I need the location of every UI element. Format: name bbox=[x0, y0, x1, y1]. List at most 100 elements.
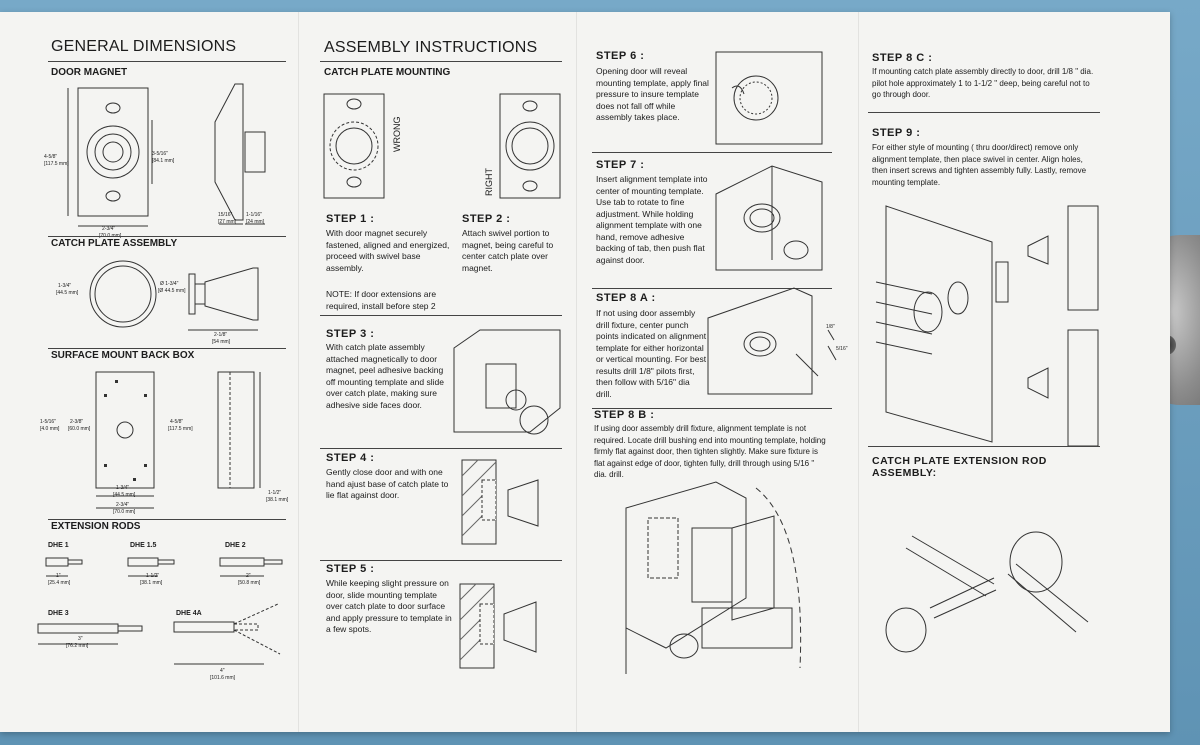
assembly-instructions-title: ASSEMBLY INSTRUCTIONS bbox=[324, 39, 538, 56]
sm-dim-a: 1-5/16" bbox=[40, 419, 56, 425]
rod-dhe2-dim: 2" bbox=[246, 573, 251, 579]
step4-drawing bbox=[458, 456, 558, 548]
dm-dim-height-mm: [117.5 mm] bbox=[44, 161, 69, 167]
dm-dim-inner: 3-5/16" bbox=[152, 151, 168, 157]
step8b-title: STEP 8 B : bbox=[594, 409, 655, 421]
section-rule bbox=[48, 519, 286, 520]
rod-name-dhe15: DHE 1.5 bbox=[130, 542, 157, 549]
rod-dhe4a-dim: 4" bbox=[220, 668, 225, 674]
section-rule bbox=[48, 348, 286, 349]
title-rule bbox=[48, 61, 286, 62]
sm-dim-d-mm: [44.5 mm] bbox=[113, 492, 136, 498]
step9-text: For either style of mounting ( thru door… bbox=[872, 143, 1087, 187]
step8c-title: STEP 8 C : bbox=[872, 52, 933, 64]
step8a-title: STEP 8 A : bbox=[596, 292, 656, 304]
step1-title: STEP 1 : bbox=[326, 213, 375, 225]
sm-dim-d: 1-3/4" bbox=[116, 485, 130, 491]
dm-dim-width: 2-3/4" bbox=[102, 226, 116, 232]
step5-title: STEP 5 : bbox=[326, 563, 375, 575]
step6-drawing bbox=[712, 48, 832, 152]
surface-mount-drawing bbox=[60, 368, 290, 518]
panel-fold-3 bbox=[858, 12, 859, 732]
step4-title: STEP 4 : bbox=[326, 452, 375, 464]
rod-name-dhe4a: DHE 4A bbox=[176, 610, 202, 617]
wrong-mounting-drawing bbox=[320, 90, 410, 210]
cp-dim-height-mm: [44.5 mm] bbox=[56, 290, 79, 296]
sm-dim-e: 2-3/4" bbox=[116, 502, 130, 508]
step3-drawing bbox=[450, 328, 565, 438]
step8c-text: If mounting catch plate assembly directl… bbox=[872, 67, 1094, 99]
general-dimensions-title: GENERAL DIMENSIONS bbox=[51, 38, 237, 55]
section-rule bbox=[48, 236, 286, 237]
sm-dim-b: 2-3/8" bbox=[70, 419, 84, 425]
rod-dhe15-mm: [38.1 mm] bbox=[140, 580, 163, 586]
step-rule bbox=[320, 560, 562, 561]
step9-title: STEP 9 : bbox=[872, 127, 921, 139]
rod-dhe15-drawing bbox=[118, 552, 198, 582]
door-magnet-front-drawing bbox=[40, 80, 180, 230]
cp-dim-dia: Ø 1-3/4" bbox=[160, 281, 179, 287]
dm-dim-height: 4-5/8" bbox=[44, 154, 58, 160]
rod-dhe3-drawing bbox=[30, 616, 160, 650]
sm-dim-c: 4-5/8" bbox=[170, 419, 184, 425]
sm-dim-f: 1-1/2" bbox=[268, 490, 282, 496]
rod-dhe4a-drawing bbox=[168, 594, 298, 674]
cp-dim-length-mm: [54 mm] bbox=[212, 339, 231, 345]
sm-dim-a-mm: [4.0 mm] bbox=[40, 426, 60, 432]
rod-dhe1-mm: [25.4 mm] bbox=[48, 580, 71, 586]
drill-bit-large-label: 5/16" bbox=[836, 346, 848, 352]
step9-mounting-drawing bbox=[872, 202, 1108, 452]
step3-title: STEP 3 : bbox=[326, 328, 375, 340]
catch-plate-assembly-drawing bbox=[78, 256, 288, 336]
door-magnet-heading: DOOR MAGNET bbox=[51, 67, 128, 78]
step5-drawing bbox=[456, 580, 556, 675]
panel-fold-1 bbox=[298, 12, 299, 732]
cp-dim-length: 2-1/8" bbox=[214, 332, 228, 338]
title-rule bbox=[320, 61, 562, 62]
extension-rods-heading: EXTENSION RODS bbox=[51, 521, 141, 532]
sm-dim-f-mm: [38.1 mm] bbox=[266, 497, 289, 503]
step-rule bbox=[868, 446, 1100, 447]
step7-title: STEP 7 : bbox=[596, 159, 645, 171]
sm-dim-e-mm: [70.0 mm] bbox=[113, 509, 136, 515]
rod-name-dhe2: DHE 2 bbox=[225, 542, 246, 549]
sm-dim-c-mm: [117.5 mm] bbox=[168, 426, 193, 432]
rod-name-dhe3: DHE 3 bbox=[48, 610, 69, 617]
drill-bit-small-label: 1/8" bbox=[826, 324, 835, 330]
rod-dhe2-drawing bbox=[210, 552, 300, 582]
catch-plate-assembly-heading: CATCH PLATE ASSEMBLY bbox=[51, 238, 178, 249]
rod-dhe1-dim: 1" bbox=[56, 573, 61, 579]
rod-dhe3-dim: 3" bbox=[78, 636, 83, 642]
step2-title: STEP 2 : bbox=[462, 213, 511, 225]
step-rule bbox=[592, 288, 832, 289]
dm-dim-body: 1-1/16" bbox=[246, 212, 262, 218]
step-rule bbox=[868, 112, 1100, 113]
wrong-label: WRONG bbox=[392, 116, 402, 153]
dm-dim-body-mm: [24 mm] bbox=[246, 219, 265, 225]
panel-fold-2 bbox=[576, 12, 577, 732]
right-label: RIGHT bbox=[484, 168, 494, 196]
dm-dim-depth: 15/16" bbox=[218, 212, 233, 218]
instruction-sheet: GENERAL DIMENSIONS DOOR MAGNET 4-5/8" [1… bbox=[0, 12, 1170, 732]
right-mounting-drawing bbox=[496, 90, 566, 210]
step-rule bbox=[320, 315, 562, 316]
extension-rod-assembly-drawing bbox=[876, 512, 1106, 662]
rod-name-dhe1: DHE 1 bbox=[48, 542, 69, 549]
step-rule bbox=[592, 408, 832, 409]
cp-dim-height: 1-3/4" bbox=[58, 283, 72, 289]
step8a-drawing bbox=[704, 284, 854, 408]
door-magnet-side-drawing bbox=[205, 82, 285, 227]
surface-mount-heading: SURFACE MOUNT BACK BOX bbox=[51, 350, 195, 361]
step8b-text: If using door assembly drill fixture, al… bbox=[594, 424, 826, 479]
dm-dim-inner-mm: [84.1 mm] bbox=[152, 158, 175, 164]
cp-dim-dia-mm: [Ø 44.5 mm] bbox=[158, 288, 186, 294]
rod-dhe1-drawing bbox=[36, 552, 96, 582]
